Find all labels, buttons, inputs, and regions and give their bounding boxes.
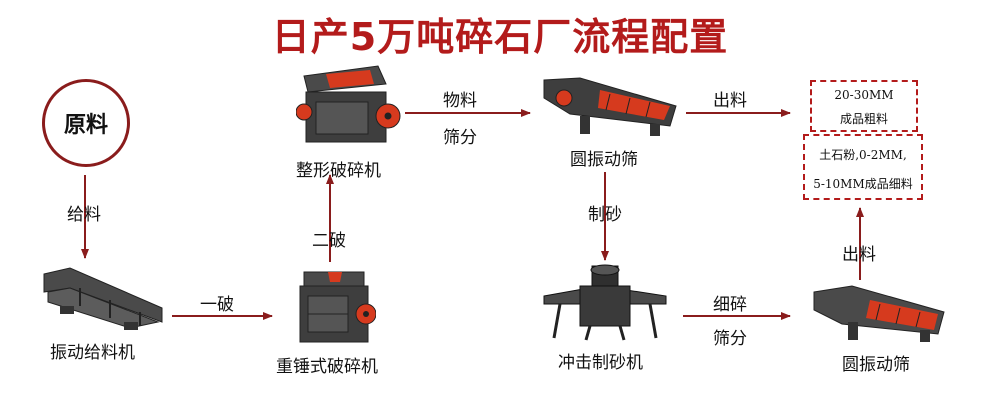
- circular-screen-top-label: 圆振动筛: [570, 150, 638, 170]
- label-output-bottom: 出料: [842, 245, 876, 265]
- label-fine-crush: 细碎: [713, 295, 747, 315]
- fine-product-line1: 土石粉,0-2MM,: [819, 148, 907, 162]
- label-feed: 给料: [67, 205, 101, 225]
- label-sand-making: 制砂: [588, 205, 622, 225]
- label-screen-bottom: 筛分: [713, 329, 747, 349]
- circular-screen-bottom-icon: [813, 285, 945, 342]
- label-screen-top: 筛分: [443, 128, 477, 148]
- hammer-crusher-icon: [299, 271, 376, 343]
- sand-maker-icon: [543, 264, 667, 341]
- label-output-top: 出料: [713, 91, 747, 111]
- hammer-crusher-label: 重锤式破碎机: [276, 357, 378, 377]
- label-primary: 一破: [200, 295, 234, 315]
- label-material: 物料: [443, 91, 477, 111]
- fine-product-line2: 5-10MM成品细料: [813, 177, 913, 191]
- vibrating-feeder-label: 振动给料机: [50, 343, 135, 363]
- label-secondary: 二破: [312, 231, 346, 251]
- vibrating-feeder-icon: [43, 267, 163, 330]
- shaping-crusher-icon: [296, 65, 401, 143]
- circular-screen-top-icon: [543, 77, 677, 136]
- circular-screen-bottom-label: 圆振动筛: [842, 355, 910, 375]
- coarse-product-box: 20-30MM 成品粗料: [810, 80, 918, 132]
- coarse-product-line1: 20-30MM: [834, 88, 894, 102]
- sand-maker-label: 冲击制砂机: [558, 353, 643, 373]
- shaping-crusher-label: 整形破碎机: [296, 161, 381, 181]
- page-title: 日产5万吨碎石厂流程配置: [271, 15, 729, 59]
- coarse-product-line2: 成品粗料: [839, 112, 888, 126]
- fine-product-box: 土石粉,0-2MM, 5-10MM成品细料: [803, 134, 923, 200]
- raw-material-node: 原料: [42, 79, 130, 167]
